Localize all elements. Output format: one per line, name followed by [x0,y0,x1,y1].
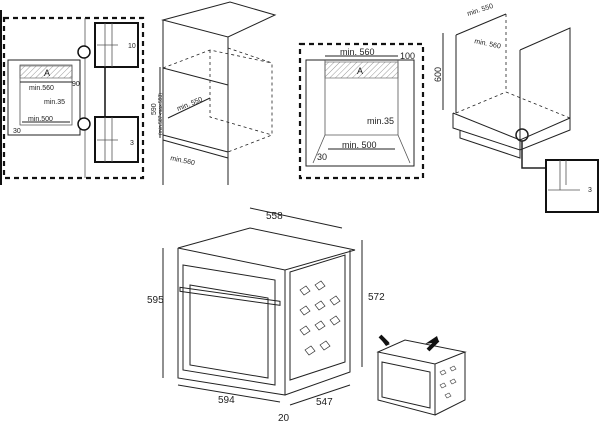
width-label: min.560 [29,85,54,92]
oven-lifting-illustration [376,334,467,416]
side-label: 30 [13,128,21,135]
height-label: 90 [72,81,80,88]
depth-label: min.35 [367,116,394,126]
bottom-label: min. 500 [342,140,377,150]
top-depth-label: 558 [266,211,283,222]
area-a-label: A [357,66,363,76]
area-a [324,61,399,79]
width-label: min.560 [170,155,196,167]
lift-arrow-icon [380,336,439,346]
depth-label: min. 550 [466,3,494,18]
panel-under-counter: 600 min. 550 min. 560 3 [433,3,599,213]
area-a [19,65,73,79]
detail-top-label: 10 [128,43,136,50]
width-label: min. 560 [340,47,375,57]
depth-label: min. 550 [176,96,204,113]
width-label: min. 560 [474,38,502,50]
panel-cabinet-front-2: A min. 560 100 min.35 min. 500 30 [298,42,425,180]
height-side-label: 572 [368,292,385,303]
side-label: 30 [317,152,327,162]
detail-bottom-box [94,116,139,163]
depth-label: 547 [316,397,333,408]
height-label: 600 [433,67,443,82]
height-range-label: (min.587-max.593) [158,93,164,135]
detail-bottom-label: 3 [130,140,134,147]
area-a-label: A [44,68,50,78]
control-panel-decor [299,280,341,356]
oven-dimension-drawing: 558 595 572 594 547 20 [147,207,385,424]
height-front-label: 595 [147,295,164,306]
door-offset-label: 20 [278,413,290,424]
height-label: 100 [400,51,415,61]
panel-cabinet-front: A min.560 90 min.35 min.500 30 10 3 [0,10,145,185]
width-label: 594 [218,395,235,406]
detail-label: 3 [588,187,592,194]
detail-box [545,159,599,213]
bottom-label: min.500 [28,116,53,123]
height-label: 590 [151,103,158,115]
panel-tall-cabinet: min. 550 590 (min.587-max.593) min.560 [151,1,277,185]
depth-label: min.35 [44,99,65,106]
